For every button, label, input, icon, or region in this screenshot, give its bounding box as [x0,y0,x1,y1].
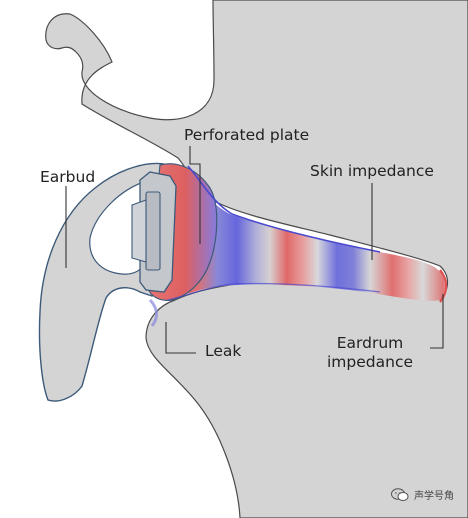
canal-lower-wall [167,282,381,301]
watermark: 声学号角 [391,487,454,502]
leader-eardrum [430,294,444,349]
label-eardrum-impedance: Eardrum impedance [322,334,418,371]
label-eardrum-line2: impedance [327,352,413,371]
wechat-icon [391,487,409,501]
canal-upper-wall [187,165,381,253]
nozzle-rim [131,199,147,263]
leader-perforated-plate [189,146,201,244]
label-eardrum-line1: Eardrum [336,334,404,352]
watermark-text: 声学号角 [414,491,454,502]
ear-canal [158,168,445,301]
eardrum [439,269,448,303]
leak-gap [148,298,158,327]
perforated-plate [145,191,161,271]
label-perforated-plate: Perforated plate [184,126,310,144]
label-leak: Leak [205,342,242,360]
head-skin [45,0,468,518]
label-earbud: Earbud [40,168,96,186]
label-skin-impedance: Skin impedance [310,162,434,180]
leader-leak [165,322,196,354]
